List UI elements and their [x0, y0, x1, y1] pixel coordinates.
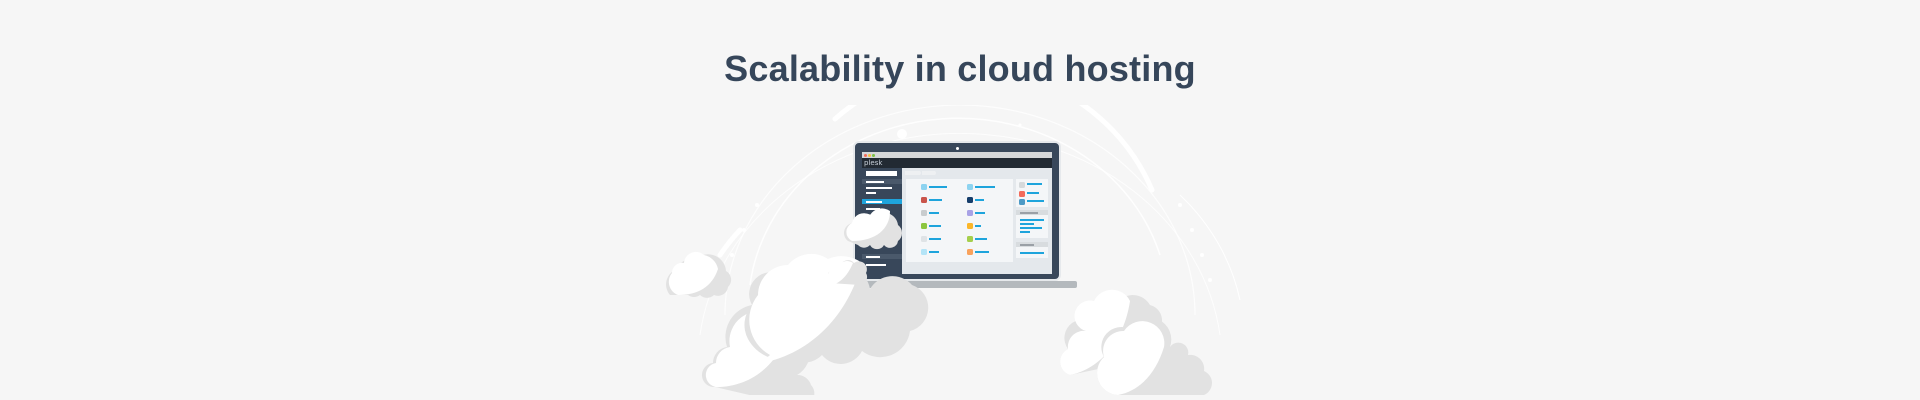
tool-tile-icon — [967, 223, 973, 229]
info-line — [1020, 219, 1044, 221]
laptop-lid: plesk — [853, 141, 1061, 281]
app-tile-icon — [1019, 182, 1025, 188]
sidebar-section — [862, 254, 902, 259]
tool-tile-icon — [967, 249, 973, 255]
camera-icon — [956, 147, 959, 150]
app-tile-icon — [1019, 199, 1025, 205]
side-panel-info — [1016, 210, 1048, 238]
laptop-base — [833, 281, 1077, 288]
tool-tile-icon — [921, 197, 927, 203]
tool-label — [975, 251, 989, 253]
sidebar-item — [866, 256, 880, 258]
tool-label — [975, 186, 995, 188]
side-panel-title — [1020, 244, 1034, 246]
sidebar-item — [866, 181, 884, 183]
tool-label — [929, 199, 942, 201]
tool-tile-icon — [921, 184, 927, 190]
tool-tile-icon — [967, 210, 973, 216]
sidebar-item — [866, 264, 886, 266]
maximize-dot-icon — [872, 154, 875, 157]
tool-label — [929, 186, 947, 188]
tool-tile-icon — [967, 184, 973, 190]
tool-label — [975, 225, 981, 227]
cloud-hosting-illustration: plesk — [640, 105, 1280, 395]
sidebar-item — [866, 201, 882, 203]
panel-content — [902, 168, 1052, 274]
side-panel-links — [1016, 242, 1048, 258]
side-panel-header — [1016, 242, 1048, 247]
tool-tile-icon — [921, 210, 927, 216]
side-panel-apps — [1016, 179, 1048, 207]
tool-tile-icon — [967, 197, 973, 203]
close-dot-icon — [864, 154, 867, 157]
sidebar-search-box — [866, 171, 897, 176]
page-title: Scalability in cloud hosting — [724, 48, 1196, 89]
tool-tile-icon — [921, 236, 927, 242]
plesk-header: plesk — [862, 158, 1052, 168]
sidebar-item-active — [862, 199, 902, 204]
tool-label — [929, 225, 941, 227]
tool-label — [975, 238, 987, 240]
laptop: plesk — [853, 141, 1061, 286]
tool-label — [929, 238, 941, 240]
tool-label — [975, 212, 985, 214]
info-line — [1020, 231, 1030, 233]
tool-label — [975, 199, 984, 201]
link-line — [1020, 252, 1044, 254]
side-panel-title — [1020, 212, 1038, 214]
side-panel-header — [1016, 210, 1048, 215]
breadcrumb — [922, 171, 936, 175]
info-line — [1020, 223, 1034, 225]
plesk-logo: plesk — [864, 159, 883, 167]
app-label — [1027, 183, 1042, 185]
info-line — [1020, 227, 1042, 229]
sidebar-item — [866, 192, 876, 194]
tools-grid — [906, 179, 1013, 262]
browser-bar — [862, 152, 1052, 158]
sidebar-item — [866, 208, 880, 210]
app-label — [1027, 192, 1039, 194]
app-tile-icon — [1019, 191, 1025, 197]
tool-label — [929, 251, 939, 253]
laptop-screen: plesk — [862, 152, 1052, 274]
tool-tile-icon — [967, 236, 973, 242]
tool-label — [929, 212, 939, 214]
sidebar-item — [866, 187, 892, 189]
tool-tile-icon — [921, 223, 927, 229]
minimize-dot-icon — [868, 154, 871, 157]
panel-sidebar — [862, 168, 902, 274]
app-label — [1027, 200, 1044, 202]
breadcrumb — [905, 171, 921, 175]
tool-tile-icon — [921, 249, 927, 255]
